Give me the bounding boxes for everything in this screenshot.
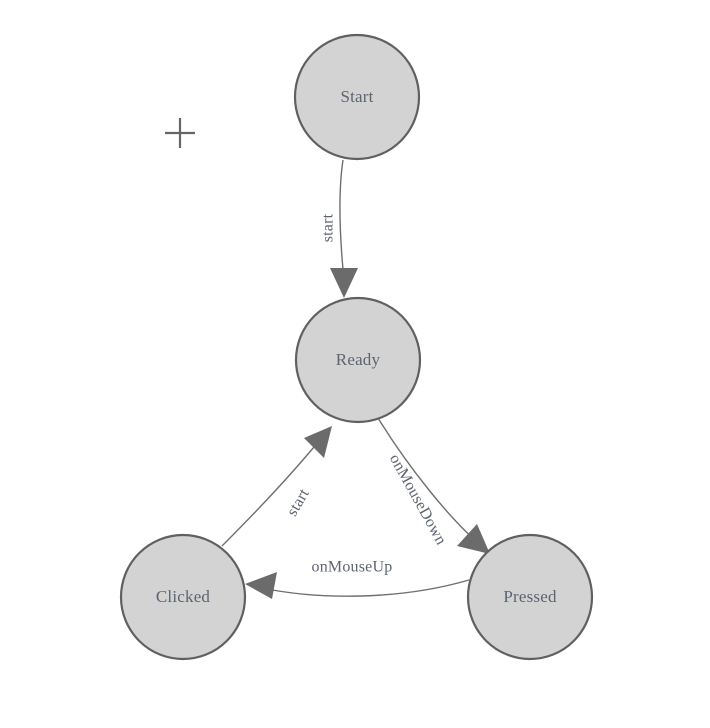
node-label: Clicked — [156, 587, 211, 606]
edge-path[interactable] — [377, 417, 477, 542]
plus-marker — [165, 118, 195, 148]
node-ready[interactable]: Ready — [294, 296, 422, 424]
node-label: Start — [340, 87, 373, 106]
node-clicked[interactable]: Clicked — [119, 533, 247, 661]
arrowhead-icon — [304, 426, 332, 458]
arrowhead-icon — [457, 524, 490, 554]
edge-path[interactable] — [221, 440, 320, 547]
arrowhead-icon — [330, 268, 358, 298]
node-layer: Start Ready Clicked Pressed — [119, 33, 594, 661]
node-label: Ready — [336, 350, 381, 369]
edge-pressed-to-clicked[interactable]: onMouseUp — [245, 559, 470, 599]
edge-clicked-to-ready[interactable]: start — [221, 426, 332, 547]
edge-path[interactable] — [261, 579, 470, 597]
node-circle[interactable] — [294, 296, 422, 424]
node-start[interactable]: Start — [293, 33, 421, 161]
edge-start-to-ready[interactable]: start — [320, 159, 358, 298]
edge-label-start: start — [320, 213, 337, 242]
edge-path[interactable] — [339, 159, 345, 281]
node-pressed[interactable]: Pressed — [466, 533, 594, 661]
edge-label-onmouseup: onMouseUp — [312, 559, 393, 576]
edge-label-start-return: start — [284, 486, 313, 520]
edge-label-onmousedown: onMouseDown — [386, 451, 450, 547]
node-circle[interactable] — [466, 533, 594, 661]
node-label: Pressed — [503, 587, 557, 606]
arrowhead-icon — [245, 572, 277, 599]
node-circle[interactable] — [119, 533, 247, 661]
edge-ready-to-pressed[interactable]: onMouseDown — [377, 417, 490, 554]
node-circle[interactable] — [293, 33, 421, 161]
